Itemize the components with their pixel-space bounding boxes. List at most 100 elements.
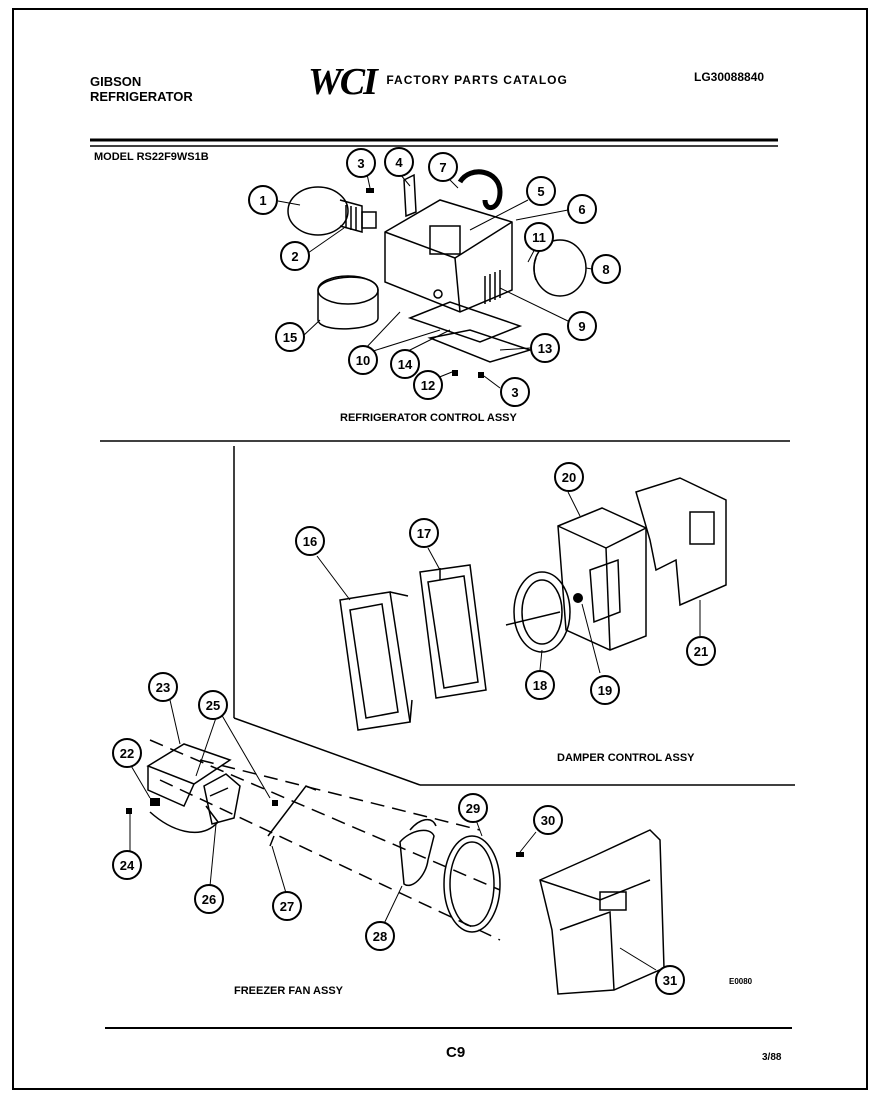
callout-circle bbox=[295, 526, 325, 556]
callout-circle bbox=[272, 891, 302, 921]
catalog-code: LG30088840 bbox=[694, 70, 765, 84]
callout-8: 8 bbox=[591, 254, 621, 284]
product-type: REFRIGERATOR bbox=[90, 89, 193, 104]
callout-29: 29 bbox=[458, 793, 488, 823]
brand-block: GIBSON REFRIGERATOR bbox=[90, 74, 193, 104]
fan-shroud-ring-29 bbox=[443, 835, 501, 933]
callout-label: 19 bbox=[598, 683, 612, 698]
callout-circle bbox=[591, 254, 621, 284]
callout-3: 3 bbox=[346, 148, 376, 178]
leader-lines-fan bbox=[129, 699, 657, 971]
callout-circle bbox=[348, 345, 378, 375]
callout-5: 5 bbox=[526, 176, 556, 206]
callout-label: 28 bbox=[373, 929, 387, 944]
callout-15: 15 bbox=[275, 322, 305, 352]
callout-circle bbox=[384, 147, 414, 177]
control-housing bbox=[384, 173, 513, 313]
callout-23: 23 bbox=[148, 672, 178, 702]
callout-10: 10 bbox=[348, 345, 378, 375]
callout-label: 13 bbox=[538, 341, 552, 356]
callout-26: 26 bbox=[194, 884, 224, 914]
callout-circle bbox=[413, 370, 443, 400]
callout-circle bbox=[458, 793, 488, 823]
callout-13: 13 bbox=[530, 333, 560, 363]
damper-cover-21 bbox=[635, 477, 727, 607]
screws-top bbox=[366, 188, 484, 378]
callout-label: 25 bbox=[206, 698, 220, 713]
callout-18: 18 bbox=[525, 670, 555, 700]
callout-4: 4 bbox=[384, 147, 414, 177]
brand-name: GIBSON bbox=[90, 74, 142, 89]
callout-label: 22 bbox=[120, 746, 134, 761]
callout-label: 30 bbox=[541, 813, 555, 828]
callout-label: 4 bbox=[395, 155, 403, 170]
leader-lines-damper bbox=[316, 491, 701, 674]
freezer-fan-label: FREEZER FAN ASSY bbox=[234, 985, 343, 997]
callout-circle bbox=[275, 322, 305, 352]
callout-circle bbox=[248, 185, 278, 215]
callout-circle bbox=[428, 152, 458, 182]
catalog-title: FACTORY PARTS CATALOG bbox=[386, 73, 568, 87]
fan-motor-26 bbox=[203, 773, 241, 825]
callout-label: 3 bbox=[511, 385, 518, 400]
callout-12: 12 bbox=[413, 370, 443, 400]
callout-circle bbox=[526, 176, 556, 206]
motor-clip-27 bbox=[267, 785, 317, 847]
callout-label: 9 bbox=[578, 319, 585, 334]
capillary-tube bbox=[457, 169, 503, 210]
callout-25: 25 bbox=[198, 690, 228, 720]
callout-circle bbox=[567, 194, 597, 224]
page-number: C9 bbox=[446, 1044, 466, 1061]
callout-label: 5 bbox=[537, 184, 544, 199]
callout-22: 22 bbox=[112, 738, 142, 768]
callout-label: 24 bbox=[120, 858, 135, 873]
model-number: MODEL RS22F9WS1B bbox=[94, 151, 209, 163]
callout-circle bbox=[280, 241, 310, 271]
callout-label: 23 bbox=[156, 680, 170, 695]
callout-circle bbox=[409, 518, 439, 548]
callout-label: 12 bbox=[421, 378, 435, 393]
callout-label: 26 bbox=[202, 892, 216, 907]
callout-label: 17 bbox=[417, 526, 431, 541]
catalog-date: 3/88 bbox=[762, 1052, 782, 1063]
damper-frame-diagonal bbox=[233, 717, 421, 786]
callout-1: 1 bbox=[248, 185, 278, 215]
callout-7: 7 bbox=[428, 152, 458, 182]
callout-label: 15 bbox=[283, 330, 297, 345]
callout-label: 21 bbox=[694, 644, 708, 659]
callout-label: 7 bbox=[439, 160, 446, 175]
callout-label: 1 bbox=[259, 193, 266, 208]
drawing-reference: E0080 bbox=[729, 977, 753, 986]
callout-circle bbox=[365, 921, 395, 951]
callout-circle bbox=[198, 690, 228, 720]
sensor-cover bbox=[317, 275, 379, 330]
callout-label: 20 bbox=[562, 470, 576, 485]
callout-27: 27 bbox=[272, 891, 302, 921]
callout-label: 29 bbox=[466, 801, 480, 816]
callout-19: 19 bbox=[590, 675, 620, 705]
motor-bracket-23 bbox=[146, 743, 232, 834]
callout-21: 21 bbox=[686, 636, 716, 666]
callout-label: 18 bbox=[533, 678, 547, 693]
damper-wheel-18 bbox=[505, 571, 571, 653]
callout-label: 31 bbox=[663, 973, 677, 988]
callout-label: 10 bbox=[356, 353, 370, 368]
callout-label: 2 bbox=[291, 249, 298, 264]
callout-circle bbox=[390, 349, 420, 379]
callout-3: 3 bbox=[500, 377, 530, 407]
fan-cover-31 bbox=[539, 829, 665, 995]
callout-circle bbox=[112, 850, 142, 880]
callout-label: 3 bbox=[357, 156, 364, 171]
callout-20: 20 bbox=[554, 462, 584, 492]
callout-circle bbox=[524, 222, 554, 252]
callout-17: 17 bbox=[409, 518, 439, 548]
callout-label: 6 bbox=[578, 202, 585, 217]
page-border bbox=[12, 8, 868, 1090]
assembly-axis-lines bbox=[149, 739, 501, 941]
callout-circle bbox=[530, 333, 560, 363]
callout-circle bbox=[148, 672, 178, 702]
callout-30: 30 bbox=[533, 805, 563, 835]
damper-duct-17 bbox=[419, 564, 487, 699]
